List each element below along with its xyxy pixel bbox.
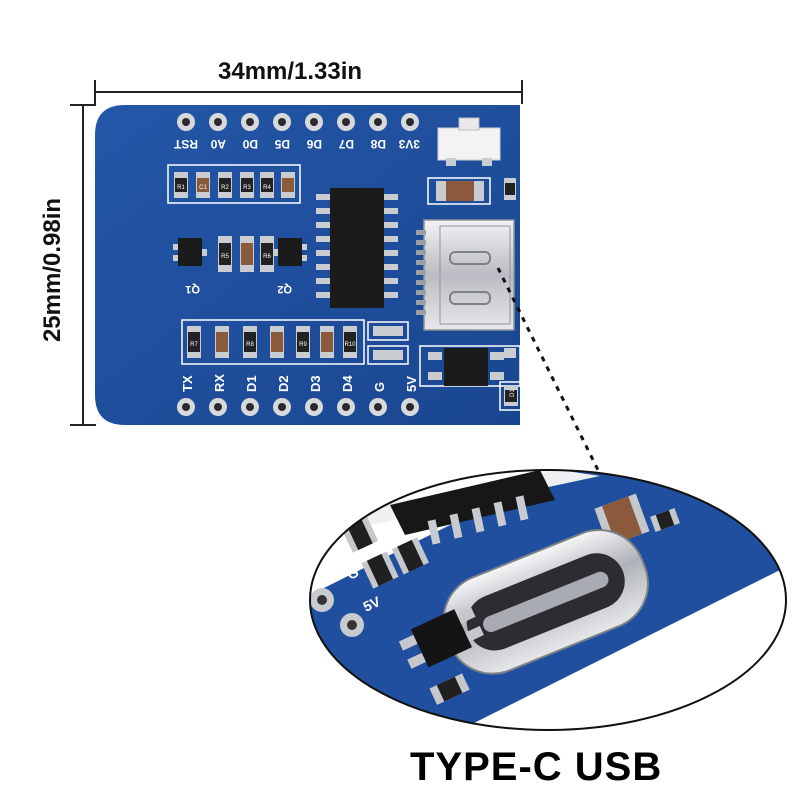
smd-resistor: R8 xyxy=(243,326,257,358)
svg-text:Q2: Q2 xyxy=(277,283,292,295)
type-c-usb-caption: TYPE-C USB xyxy=(410,745,663,789)
smd-resistor: R2 xyxy=(218,172,232,198)
zoom-resistor xyxy=(391,537,430,575)
svg-text:R3: R3 xyxy=(243,185,251,191)
pin-hole xyxy=(401,398,419,416)
pin-hole xyxy=(401,113,419,131)
pin-hole xyxy=(337,398,355,416)
svg-text:Q1: Q1 xyxy=(185,283,200,295)
pin-label-tx: TX xyxy=(180,375,195,392)
zoom-resistor xyxy=(650,508,680,532)
voltage-regulator xyxy=(419,345,521,387)
svg-text:R4: R4 xyxy=(263,185,271,191)
pin-label-d1: D1 xyxy=(244,375,259,392)
smd-resistor: R3 xyxy=(240,172,254,198)
zoom-pin-hole xyxy=(310,588,334,612)
zoom-diode xyxy=(429,673,470,705)
usb-c-port-main xyxy=(416,219,515,331)
pin-label-rst: RST xyxy=(173,137,198,151)
pin-label-d7: D7 xyxy=(338,137,354,151)
pin-hole xyxy=(177,398,195,416)
pin-label-g: G xyxy=(372,382,387,392)
pin-label-a0: A0 xyxy=(210,137,226,151)
usb-serial-chip xyxy=(316,188,398,308)
middle-component-group: R5 R6 Q1 Q2 xyxy=(173,236,307,295)
svg-text:R2: R2 xyxy=(221,185,229,191)
pin-hole xyxy=(305,398,323,416)
zoom-ellipse-outline xyxy=(309,469,787,731)
pin-hole xyxy=(273,113,291,131)
bottom-resistor-row: R7 R8 R9 R10 xyxy=(181,319,409,365)
smd-resistor: R7 xyxy=(187,326,201,358)
usb-c-port-zoomed xyxy=(442,529,649,675)
reset-button xyxy=(437,117,501,166)
pin-hole xyxy=(241,113,259,131)
svg-text:R1: R1 xyxy=(177,185,185,191)
top-resistor-row: R1 C1 R2 R3 R4 xyxy=(167,164,301,204)
pin-hole xyxy=(273,398,291,416)
smd-resistor xyxy=(320,326,334,358)
pin-label-rx: RX xyxy=(212,374,227,392)
smd-resistor xyxy=(281,172,295,198)
svg-text:R6: R6 xyxy=(263,254,271,260)
pin-hole xyxy=(305,113,323,131)
smd-resistor: C1 xyxy=(196,172,210,198)
smd-resistor xyxy=(215,326,229,358)
smd-resistor xyxy=(504,178,516,200)
pin-hole xyxy=(369,113,387,131)
smd-capacitor xyxy=(427,177,491,205)
pin-label-d4: D4 xyxy=(340,375,355,392)
svg-text:D1: D1 xyxy=(510,389,516,397)
pin-label-3v3: 3V3 xyxy=(398,137,420,151)
svg-text:R10: R10 xyxy=(344,342,356,348)
zoom-resistor xyxy=(361,551,399,589)
smd-resistor xyxy=(270,326,284,358)
smd-resistor: R4 xyxy=(260,172,274,198)
width-dimension-label: 34mm/1.33in xyxy=(218,58,363,85)
pin-label-5v: 5V xyxy=(404,376,419,392)
svg-text:R5: R5 xyxy=(221,254,229,260)
svg-text:R9: R9 xyxy=(299,342,307,348)
svg-text:C1: C1 xyxy=(199,185,207,191)
svg-text:R8: R8 xyxy=(246,342,254,348)
zoom-chip xyxy=(390,470,555,535)
pin-hole xyxy=(209,113,227,131)
pin-hole xyxy=(241,398,259,416)
smd-resistor xyxy=(240,236,254,272)
pin-hole xyxy=(209,398,227,416)
zoom-label-5v: 5V xyxy=(361,593,384,615)
smd-resistor: R6 xyxy=(260,236,274,272)
smd-resistor: R10 xyxy=(343,326,357,358)
smd-diode: D1 xyxy=(499,381,523,411)
smd-resistor: R5 xyxy=(218,236,232,272)
pin-label-d8: D8 xyxy=(370,137,386,151)
pin-hole xyxy=(177,113,195,131)
pin-label-d3: D3 xyxy=(308,375,323,392)
smd-resistor: R1 xyxy=(174,172,188,198)
pin-hole xyxy=(337,113,355,131)
pin-label-d2: D2 xyxy=(276,375,291,392)
bottom-pin-row xyxy=(177,398,419,416)
top-pin-row xyxy=(177,113,419,131)
zoom-pin-hole xyxy=(340,613,364,637)
svg-text:R7: R7 xyxy=(190,342,198,348)
pin-label-d0: D0 xyxy=(242,137,258,151)
pin-label-d5: D5 xyxy=(274,137,290,151)
smd-resistor: R9 xyxy=(296,326,310,358)
zoom-regulator xyxy=(398,607,484,669)
pin-hole xyxy=(369,398,387,416)
pin-label-d6: D6 xyxy=(306,137,322,151)
